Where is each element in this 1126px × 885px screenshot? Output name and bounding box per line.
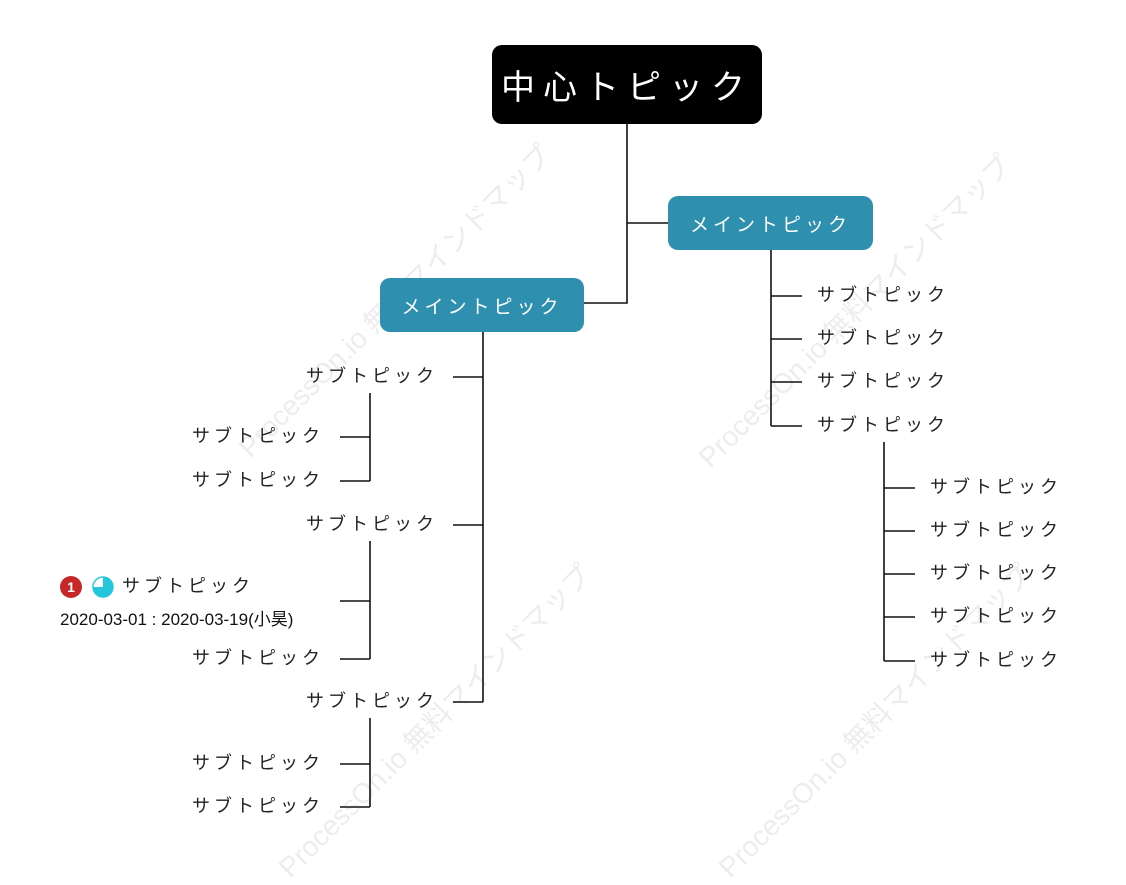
subtopic[interactable]: サブトピック xyxy=(930,650,1062,671)
progress-pie-icon xyxy=(92,576,114,598)
main-topic-left[interactable]: メイントピック xyxy=(380,278,584,332)
subtopic[interactable]: サブトピック xyxy=(306,691,438,712)
task-dates: 2020-03-01 : 2020-03-19(小昊) xyxy=(60,610,294,629)
subtopic[interactable]: サブトピック xyxy=(817,328,949,349)
subtopic-special[interactable]: サブトピック xyxy=(122,576,254,597)
subtopic[interactable]: サブトピック xyxy=(192,470,324,491)
connector-line xyxy=(584,124,628,304)
subtopic[interactable]: サブトピック xyxy=(817,371,949,392)
subtopic[interactable]: サブトピック xyxy=(930,520,1062,541)
priority-badge-icon: 1 xyxy=(60,576,82,598)
subtopic[interactable]: サブトピック xyxy=(306,366,438,387)
subtopic[interactable]: サブトピック xyxy=(930,563,1062,584)
central-topic[interactable]: 中心トピック xyxy=(492,45,762,124)
subtopic[interactable]: サブトピック xyxy=(817,415,949,436)
subtopic[interactable]: サブトピック xyxy=(930,606,1062,627)
subtopic[interactable]: サブトピック xyxy=(192,753,324,774)
subtopic[interactable]: サブトピック xyxy=(817,285,949,306)
subtopic[interactable]: サブトピック xyxy=(192,648,324,669)
subtopic[interactable]: サブトピック xyxy=(930,477,1062,498)
subtopic[interactable]: サブトピック xyxy=(192,426,324,447)
subtopic[interactable]: サブトピック xyxy=(192,796,324,817)
subtopic[interactable]: サブトピック xyxy=(306,514,438,535)
main-topic-right[interactable]: メイントピック xyxy=(668,196,873,250)
